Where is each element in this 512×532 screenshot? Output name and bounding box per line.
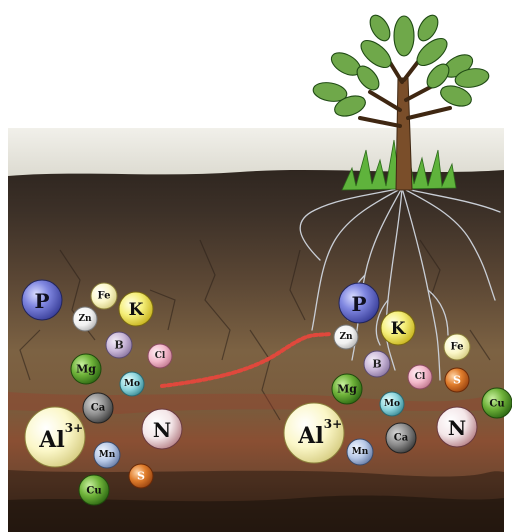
- right-cu-ball: Cu: [482, 388, 512, 418]
- left-al-charge: 3+: [65, 421, 83, 435]
- left-cl-ball: Cl: [148, 344, 172, 368]
- right-cl-ball: Cl: [408, 365, 432, 389]
- right-al-label: Al: [297, 423, 323, 449]
- left-fe-label: Fe: [98, 291, 111, 302]
- right-cu-label: Cu: [489, 399, 504, 410]
- left-b-ball: B: [106, 332, 132, 358]
- right-mn-ball: Mn: [347, 439, 373, 465]
- right-mn-label: Mn: [352, 447, 369, 457]
- left-n-ball: N: [142, 409, 182, 449]
- left-k-label: K: [129, 300, 145, 320]
- right-mo-ball: Mo: [380, 392, 404, 416]
- left-zn-label: Zn: [78, 314, 92, 324]
- left-cu-label: Cu: [86, 486, 101, 497]
- right-mg-label: Mg: [337, 383, 357, 396]
- right-k-label: K: [391, 319, 407, 339]
- right-b-label: B: [372, 358, 381, 371]
- right-s-ball: S: [445, 368, 469, 392]
- left-cl-label: Cl: [155, 351, 166, 361]
- right-fe-label: Fe: [451, 342, 464, 353]
- right-s-label: S: [453, 374, 461, 387]
- left-n-label: N: [153, 418, 171, 442]
- right-zn-label: Zn: [339, 332, 353, 342]
- left-mn-label: Mn: [99, 450, 116, 460]
- left-k-ball: K: [119, 292, 153, 326]
- right-ca-label: Ca: [394, 433, 409, 444]
- left-mg-label: Mg: [76, 363, 96, 376]
- left-cu-ball: Cu: [79, 475, 109, 505]
- right-n-label: N: [448, 416, 466, 440]
- left-mo-label: Mo: [124, 379, 140, 389]
- left-al-ball: Al 3+: [25, 407, 85, 467]
- right-p-label: P: [351, 292, 366, 316]
- right-cl-label: Cl: [415, 372, 426, 382]
- left-mg-ball: Mg: [71, 354, 101, 384]
- left-mo-ball: Mo: [120, 372, 144, 396]
- right-mg-ball: Mg: [332, 374, 362, 404]
- right-n-ball: N: [437, 407, 477, 447]
- right-p-ball: P: [339, 283, 379, 323]
- left-ca-ball: Ca: [83, 393, 113, 423]
- right-k-ball: K: [381, 311, 415, 345]
- left-p-ball: P: [22, 280, 62, 320]
- left-b-label: B: [114, 339, 123, 352]
- right-mo-label: Mo: [384, 399, 400, 409]
- left-ca-label: Ca: [91, 403, 106, 414]
- right-fe-ball: Fe: [444, 334, 470, 360]
- left-al-label: Al: [38, 427, 64, 453]
- left-p-label: P: [34, 289, 49, 313]
- ground-surface: [8, 128, 504, 178]
- left-zn-ball: Zn: [73, 307, 97, 331]
- right-ca-ball: Ca: [386, 423, 416, 453]
- right-zn-ball: Zn: [334, 325, 358, 349]
- left-s-label: S: [137, 470, 145, 483]
- right-al-ball: Al 3+: [284, 403, 344, 463]
- right-b-ball: B: [364, 351, 390, 377]
- left-s-ball: S: [129, 464, 153, 488]
- left-fe-ball: Fe: [91, 283, 117, 309]
- left-mn-ball: Mn: [94, 442, 120, 468]
- right-al-charge: 3+: [324, 417, 342, 431]
